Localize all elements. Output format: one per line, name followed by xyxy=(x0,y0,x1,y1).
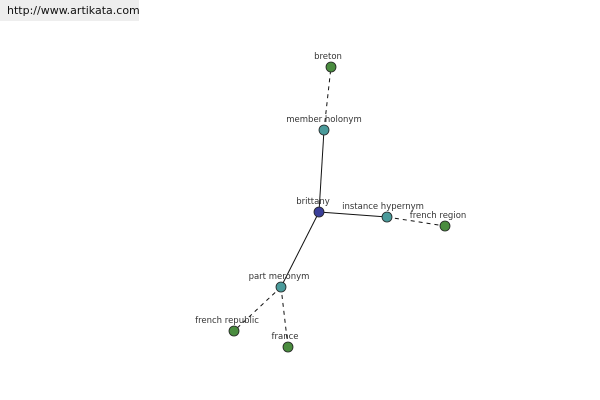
node-label-french-republic: french republic xyxy=(195,316,259,326)
edge-brittany-to-part-meronym xyxy=(280,211,320,288)
edge-brittany-to-instance-hypernym xyxy=(318,211,388,218)
node-label-breton: breton xyxy=(314,52,342,62)
node-french-republic[interactable] xyxy=(228,325,240,337)
edge-brittany-to-member-holonym xyxy=(318,129,325,213)
node-label-france: france xyxy=(272,332,299,342)
node-french-region[interactable] xyxy=(439,220,451,232)
edge-part-meronym-to-french-republic xyxy=(233,286,282,332)
node-label-french-region: french region xyxy=(410,211,467,221)
node-label-member-holonym: member holonym xyxy=(286,115,361,125)
labels-layer: brittany member holonym breton instance hyp… xyxy=(195,52,466,342)
source-link[interactable]: http://www.artikata.com xyxy=(0,0,140,21)
node-brittany[interactable] xyxy=(313,206,325,218)
node-label-instance-hypernym: instance hypernym xyxy=(342,202,424,212)
edge-member-holonym-to-breton xyxy=(323,66,332,131)
node-label-brittany: brittany xyxy=(296,197,330,207)
node-france[interactable] xyxy=(282,341,294,353)
node-part-meronym[interactable] xyxy=(275,281,287,293)
node-breton[interactable] xyxy=(325,61,337,73)
node-label-part-meronym: part meronym xyxy=(249,272,310,282)
edges-layer xyxy=(233,66,446,348)
node-instance-hypernym[interactable] xyxy=(381,211,393,223)
edge-part-meronym-to-france xyxy=(280,286,289,348)
nodes-layer xyxy=(228,61,451,353)
node-member-holonym[interactable] xyxy=(318,124,330,136)
edge-instance-hypernym-to-french-region xyxy=(386,216,446,227)
